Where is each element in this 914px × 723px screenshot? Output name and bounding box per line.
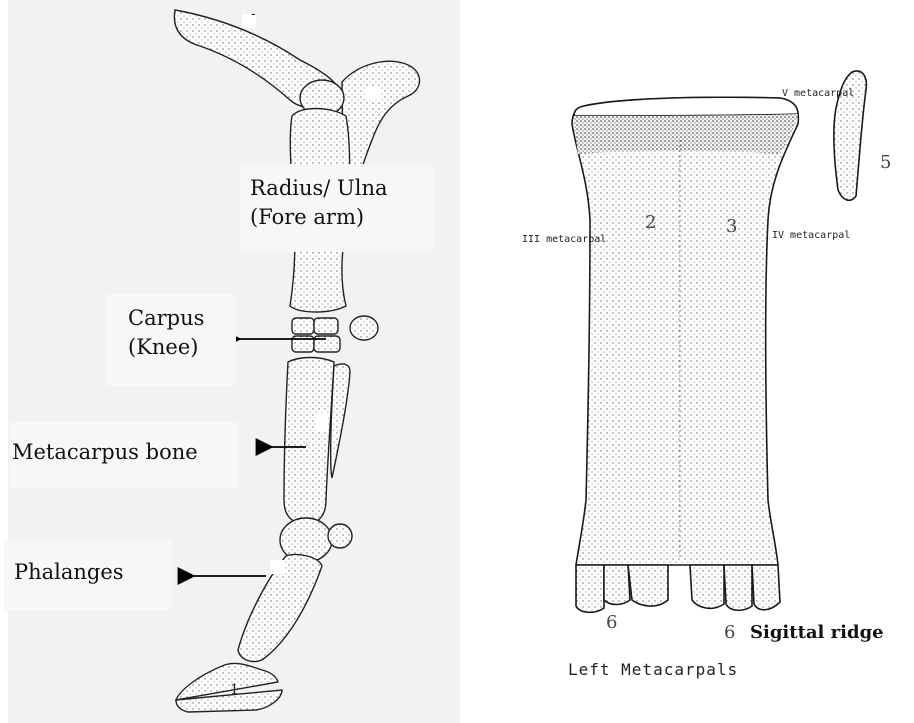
cannon-bone <box>572 97 798 565</box>
carpus-subtitle: (Knee) <box>128 333 236 362</box>
v-metacarpal-label: V metacarpal <box>782 88 854 99</box>
distal-condyles <box>576 565 780 612</box>
carpus-title: Carpus <box>128 304 236 333</box>
iv-metacarpal-label: IV metacarpal <box>772 230 850 241</box>
metacarpus-bone <box>284 358 334 525</box>
label-phalanges: Phalanges <box>4 540 172 610</box>
carpus-bones <box>292 316 378 352</box>
number-5-label: 5 <box>880 152 891 173</box>
radius-ulna-subtitle: (Fore arm) <box>250 203 434 232</box>
number-2-label: 2 <box>645 212 656 233</box>
metacarpus-title: Metacarpus bone <box>12 438 238 467</box>
number-3-label: 3 <box>726 216 737 237</box>
sigittal-ridge-label: Sigittal ridge <box>750 622 884 643</box>
label-radius-ulna: Radius/ Ulna (Fore arm) <box>240 164 434 252</box>
sesamoid-bone <box>328 524 352 548</box>
number-6-left-label: 6 <box>606 612 617 633</box>
label-carpus: Carpus (Knee) <box>106 294 236 386</box>
number-6-right-label: 6 <box>724 622 735 643</box>
splint-bone <box>331 364 350 478</box>
proximal-band <box>574 114 798 154</box>
metacarpal-drawing <box>572 71 866 612</box>
proximal-surface <box>574 97 798 116</box>
phalanges-title: Phalanges <box>14 558 172 587</box>
iii-metacarpal-label: III metacarpal <box>522 234 606 245</box>
hoof-marker-label: 1 <box>230 682 239 698</box>
figure-caption: Left Metacarpals <box>568 660 738 679</box>
label-metacarpus: Metacarpus bone <box>10 422 238 488</box>
radius-ulna-title: Radius/ Ulna <box>250 174 434 203</box>
top-marker-label: - <box>251 6 256 22</box>
